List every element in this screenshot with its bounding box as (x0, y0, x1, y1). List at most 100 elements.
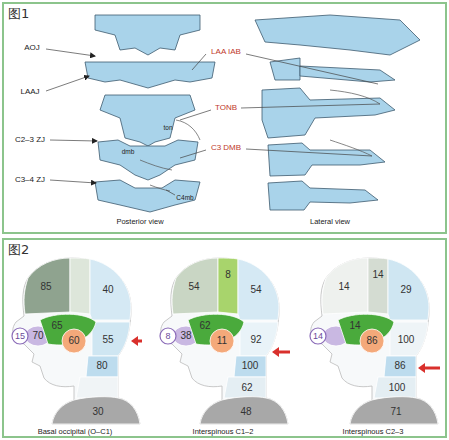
skull-base (255, 15, 420, 55)
region (310, 328, 326, 344)
region (62, 329, 86, 353)
head-3 (310, 258, 440, 424)
region (76, 377, 118, 398)
axis (100, 95, 195, 146)
head-outline (13, 258, 140, 424)
red-arrow-head (418, 363, 425, 373)
leader-line (241, 104, 380, 108)
percent-number: 71 (390, 407, 401, 417)
percent-number: 60 (68, 336, 79, 346)
percent-number: 100 (389, 383, 406, 393)
region (218, 258, 238, 314)
head-outline (161, 258, 288, 424)
red-arrow-head (131, 336, 138, 346)
leader-line (246, 149, 372, 156)
region (238, 259, 279, 320)
region (52, 397, 140, 424)
percent-number: 100 (398, 335, 415, 345)
leader-line (180, 110, 211, 120)
percent-number: 86 (394, 361, 405, 371)
nerve (176, 120, 200, 140)
arrow (50, 140, 97, 141)
percent-number: 54 (250, 285, 261, 295)
percent-number: 14 (372, 270, 383, 280)
percent-number: 14 (338, 282, 349, 292)
percent-number: 62 (199, 321, 210, 331)
region (388, 259, 429, 320)
region (224, 377, 266, 398)
posterior-spine (85, 15, 215, 212)
percent-number: 62 (241, 383, 252, 393)
occiput (95, 15, 200, 55)
nerve-label: TONB (215, 104, 237, 112)
percent-number: 55 (102, 335, 113, 345)
percent-number: 54 (188, 282, 199, 292)
percent-number: 48 (240, 407, 251, 417)
caption: Basal occipital (O–C1) (38, 428, 113, 436)
joint-label: LAAJ (20, 88, 39, 96)
head-2 (160, 258, 290, 424)
red-arrow (424, 367, 440, 370)
region (322, 258, 368, 314)
percent-number: 80 (96, 361, 107, 371)
percent-number: 100 (242, 361, 259, 371)
region (360, 329, 384, 353)
atlas-arch (300, 66, 395, 82)
figure-panel: 图1 (2, 2, 447, 234)
arrow (46, 49, 95, 56)
region (70, 258, 90, 314)
region (350, 397, 438, 424)
red-arrow-head (272, 347, 279, 357)
nerve-label: LAA IAB (211, 48, 241, 56)
region (86, 356, 118, 377)
leader-lines (46, 49, 380, 195)
c3-vertebra (268, 143, 385, 176)
leader-line (180, 150, 206, 158)
region (24, 258, 70, 314)
leader-line (246, 54, 378, 84)
region (384, 356, 416, 377)
percent-number: 15 (15, 332, 25, 341)
panel-heading: 图2 (8, 241, 29, 259)
region (210, 329, 234, 353)
region (374, 377, 416, 398)
lateral-spine (255, 15, 420, 210)
region (160, 328, 176, 344)
percent-number: 86 (366, 336, 377, 346)
region (200, 397, 288, 424)
percent-number: 8 (165, 332, 170, 341)
percent-number: 70 (32, 331, 43, 341)
region (240, 322, 278, 356)
panel-heading: 图1 (8, 5, 29, 23)
region (368, 258, 388, 314)
percent-number: 40 (102, 285, 113, 295)
c4-vertebra (268, 181, 378, 210)
branch-label: ton (163, 125, 172, 132)
region (92, 322, 130, 356)
region (12, 328, 28, 344)
region (390, 322, 428, 356)
joint-label: AOJ (24, 44, 40, 52)
branch-label: C4mb (176, 195, 193, 202)
region (234, 356, 266, 377)
joint-label: C3–4 ZJ (15, 176, 45, 184)
red-arrow (278, 351, 290, 354)
atlas (270, 58, 300, 80)
percent-number: 8 (225, 270, 231, 280)
percent-number: 11 (217, 336, 227, 346)
leader-line (166, 190, 175, 195)
caption: Interspinous C2–3 (343, 428, 404, 436)
percent-number: 38 (180, 331, 191, 341)
percent-number: 65 (51, 321, 62, 331)
percent-number: 92 (250, 335, 261, 345)
nerve (140, 160, 172, 170)
percent-number: 30 (92, 407, 103, 417)
c3-vertebra (98, 140, 198, 180)
caption: Posterior view (116, 218, 163, 226)
percent-number: 85 (40, 282, 51, 292)
joint-label: C2–3 ZJ (15, 136, 45, 144)
nerve (330, 140, 372, 156)
head-1 (12, 258, 142, 424)
c4-vertebra (95, 180, 200, 212)
